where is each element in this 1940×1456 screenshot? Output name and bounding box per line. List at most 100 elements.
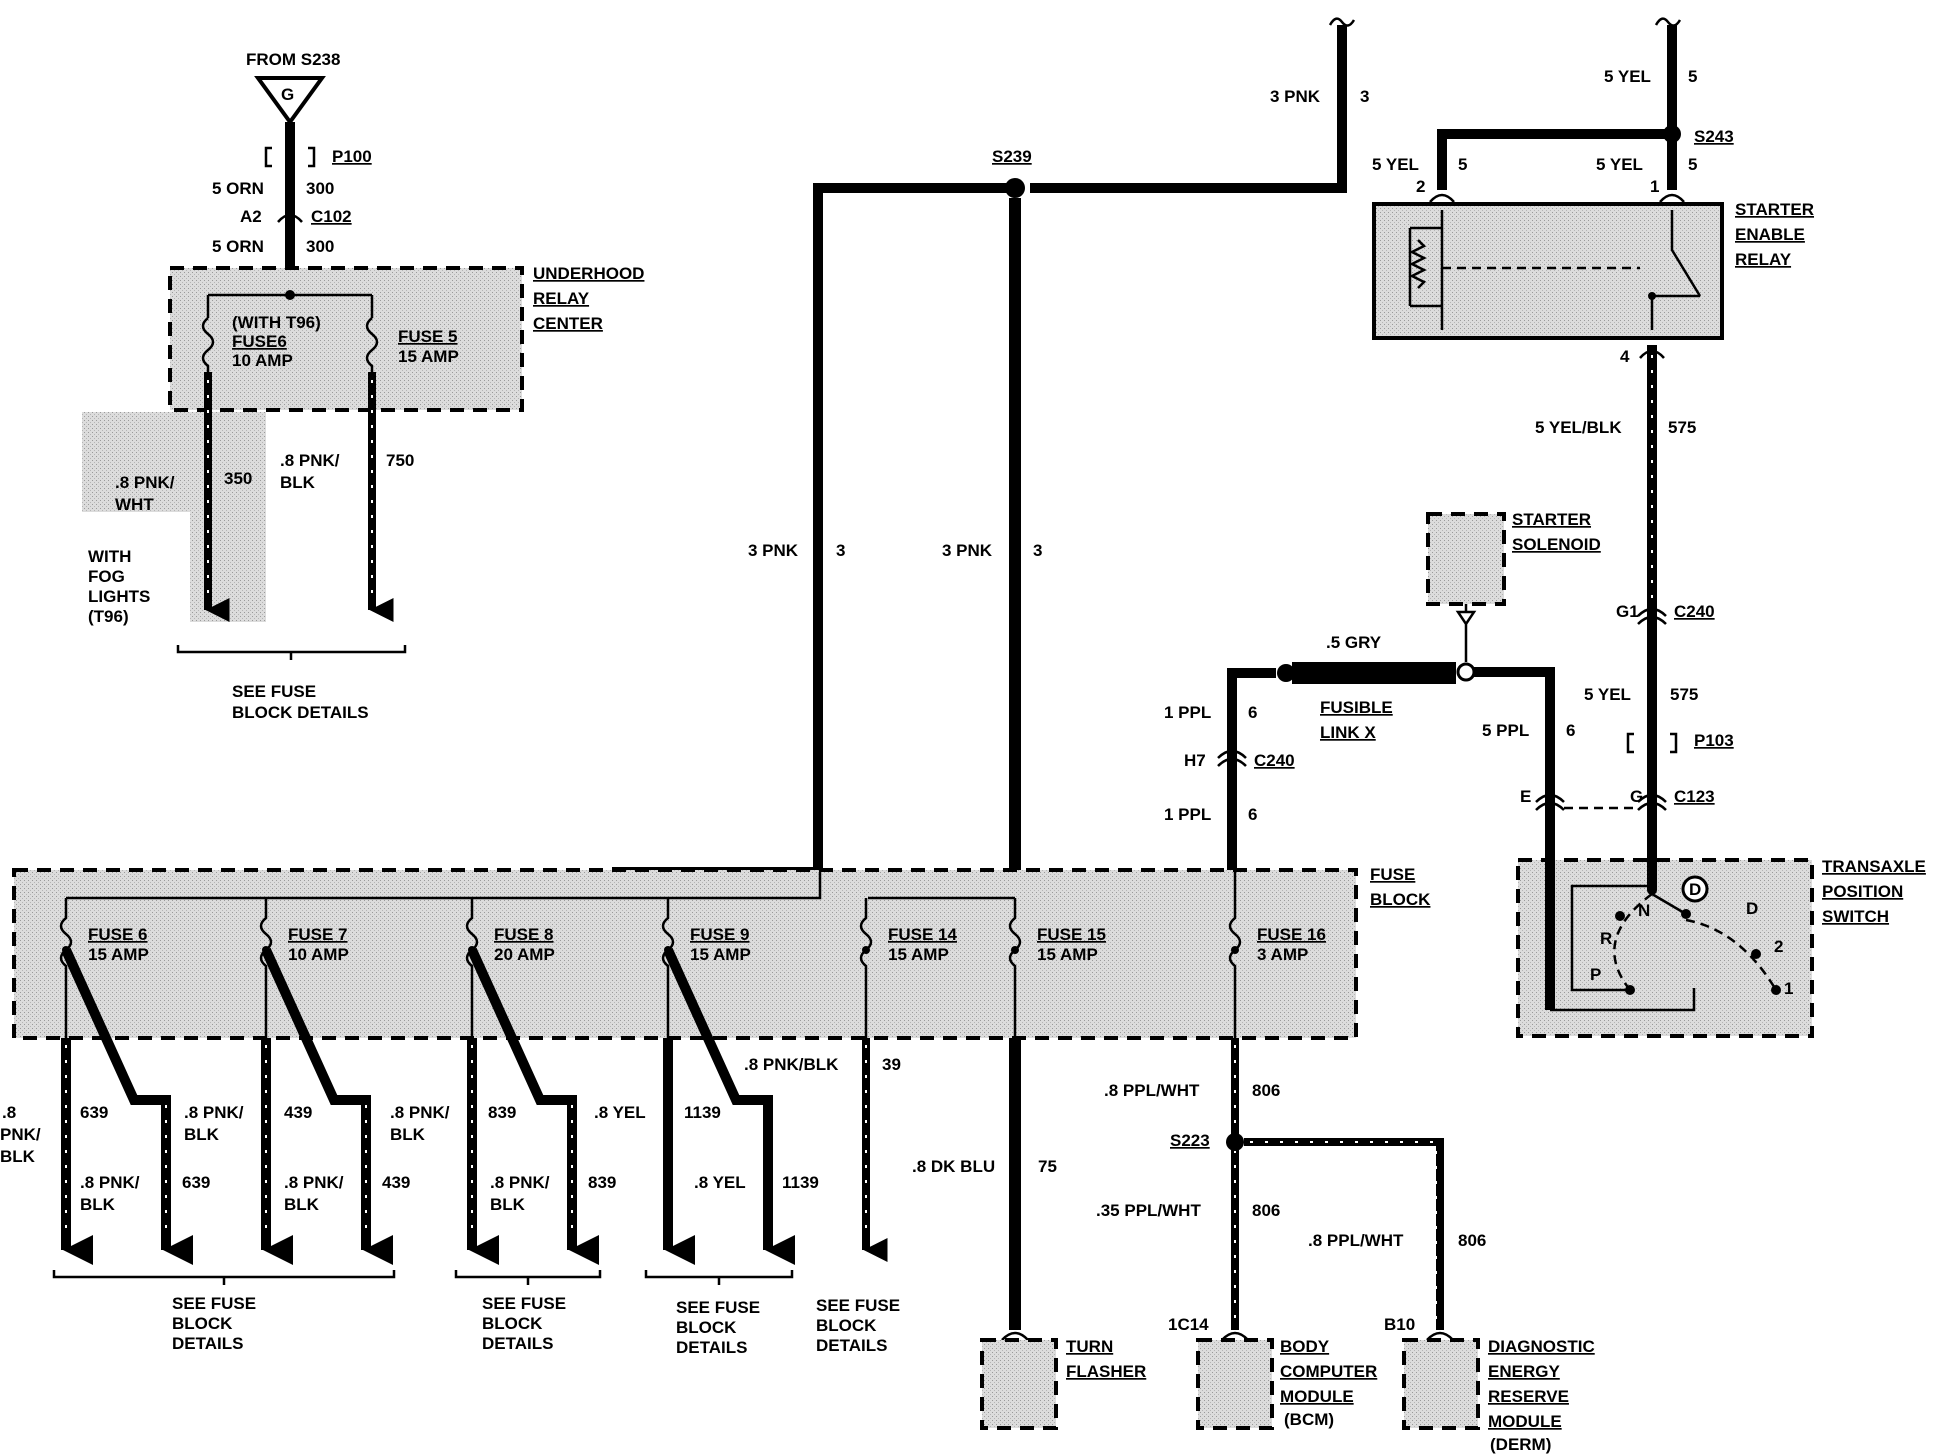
relay-input-connectors — [1429, 193, 1685, 203]
derm-wire-circ: 806 — [1458, 1231, 1486, 1250]
fuse-node — [1011, 946, 1019, 954]
from-s238-label: FROM S238 — [246, 50, 340, 69]
fog-option-shade-2 — [190, 412, 266, 622]
fuse-element-icon — [1228, 872, 1242, 1038]
fuse6-uh-name: FUSE6 — [232, 332, 287, 351]
ppl2-circ: 6 — [1248, 805, 1257, 824]
fuse6-uh-icon — [201, 317, 215, 372]
derm-1: DIAGNOSTIC — [1488, 1337, 1595, 1356]
wire-806-derm-stripe — [1250, 1141, 1437, 1320]
ground-triangle-icon — [254, 76, 326, 126]
top-feed-break-1-icon — [1328, 17, 1356, 27]
fuse5-uh-amp: 15 AMP — [398, 347, 459, 366]
bcm-connector — [1221, 1331, 1249, 1341]
c240-left-label: C240 — [1254, 751, 1295, 770]
wire-350-circ: 350 — [224, 469, 252, 488]
switch-node-n — [1647, 885, 1657, 895]
mid-b-gauge: 3 PNK — [942, 541, 993, 560]
c123-connector — [1535, 793, 1667, 811]
f6a-gauge-2: PNK/ — [0, 1125, 41, 1144]
fog-note-1: WITH — [88, 547, 131, 566]
fusible-label-2: LINK X — [1320, 723, 1376, 742]
fuse-node — [862, 946, 870, 954]
relay-pin2: 2 — [1416, 177, 1425, 196]
solenoid-terminal-icon — [1455, 604, 1477, 662]
fuse-element-icon — [1008, 898, 1022, 1038]
ppl2-gauge: 1 PPL — [1164, 805, 1211, 824]
f9b-gauge: .8 YEL — [694, 1173, 746, 1192]
fusible-gauge: .5 GRY — [1326, 633, 1382, 652]
transaxle-title-2: POSITION — [1822, 882, 1903, 901]
see4-3: DETAILS — [816, 1336, 887, 1355]
bcm-4: (BCM) — [1284, 1410, 1334, 1429]
wire-806-derm — [1244, 1138, 1444, 1330]
f6c-gauge-2: BLK — [184, 1125, 220, 1144]
wire-1139-b — [663, 947, 795, 1265]
transaxle-title-3: SWITCH — [1822, 907, 1889, 926]
see2-1: SEE FUSE — [482, 1294, 566, 1313]
f9a-circ: 1139 — [684, 1103, 721, 1122]
c123-g-pin: G — [1630, 787, 1643, 806]
fuse-element-icon — [859, 898, 873, 1038]
fuse-amp-label: 3 AMP — [1257, 945, 1308, 964]
s223-splice — [1226, 1133, 1244, 1151]
see-bracket-3 — [644, 1270, 794, 1285]
bcm-3: MODULE — [1280, 1387, 1354, 1406]
starter-solenoid-box — [1426, 512, 1506, 606]
pos-1: 1 — [1784, 979, 1793, 998]
f15-gauge: .8 DK BLU — [912, 1157, 995, 1176]
f7a-circ: 439 — [284, 1103, 312, 1122]
pos-p: P — [1590, 965, 1601, 984]
bcm-2: COMPUTER — [1280, 1362, 1377, 1381]
relay-out-connector — [1639, 349, 1665, 359]
top-5yel-gauge: 5 YEL — [1604, 67, 1651, 86]
bcm-box — [1196, 1338, 1274, 1430]
p100-label: P100 — [332, 147, 372, 166]
wire-439-b — [261, 947, 393, 1265]
bcm-wire-circ: 806 — [1252, 1201, 1280, 1220]
fuse-element-icon — [465, 898, 479, 1038]
derm-5: (DERM) — [1490, 1435, 1551, 1454]
underhood-relay-center-box — [168, 266, 524, 412]
wire-3pnk-top — [1030, 25, 1347, 193]
fuse-element-icon — [259, 898, 273, 1038]
f6b-gauge-1: .8 PNK/ — [80, 1173, 140, 1192]
f14-circ: 39 — [882, 1055, 901, 1074]
derm-3: RESERVE — [1488, 1387, 1569, 1406]
relay-out-circ: 575 — [1668, 418, 1696, 437]
fuse6-uh-note: (WITH T96) — [232, 313, 321, 332]
see4-2: BLOCK — [816, 1316, 877, 1335]
see3-3: DETAILS — [676, 1338, 747, 1357]
c123-label: C123 — [1674, 787, 1715, 806]
fuse-name-label: FUSE 15 — [1037, 925, 1106, 944]
ground-source: FROM S238 G — [246, 50, 340, 126]
see-bracket-1 — [52, 1270, 396, 1285]
fuse5-uh-name: FUSE 5 — [398, 327, 458, 346]
see2-2: BLOCK — [482, 1314, 543, 1333]
starter-enable-relay-box — [1372, 202, 1724, 340]
s223-label: S223 — [1170, 1131, 1210, 1150]
f6c-gauge-1: .8 PNK/ — [184, 1103, 244, 1122]
underhood-title-1: UNDERHOOD — [533, 264, 644, 283]
mid-b-circ: 3 — [1033, 541, 1042, 560]
top-3pnk-gauge: 3 PNK — [1270, 87, 1321, 106]
fuse6-uh-amp: 10 AMP — [232, 351, 293, 370]
relay-right-circ: 5 — [1688, 155, 1697, 174]
fuse5-uh-icon — [365, 317, 379, 372]
fog-note-2: FOG — [88, 567, 125, 586]
relay-out-gauge: 5 YEL/BLK — [1535, 418, 1622, 437]
turn-flasher-1: TURN — [1066, 1337, 1113, 1356]
fuse-block-title-2: BLOCK — [1370, 890, 1431, 909]
mid-a-circ: 3 — [836, 541, 845, 560]
c123-e-pin: E — [1520, 787, 1531, 806]
c240-g1-pin: G1 — [1616, 602, 1639, 621]
see1-1: SEE FUSE — [172, 1294, 256, 1313]
derm-wire-gauge: .8 PPL/WHT — [1308, 1231, 1404, 1250]
uh-see-2: BLOCK DETAILS — [232, 703, 369, 722]
c240-left-connector — [1217, 749, 1247, 767]
right-5yel-gauge: 5 YEL — [1584, 685, 1631, 704]
wire-300-top: 300 — [306, 179, 334, 198]
pos-d: D — [1746, 899, 1758, 918]
